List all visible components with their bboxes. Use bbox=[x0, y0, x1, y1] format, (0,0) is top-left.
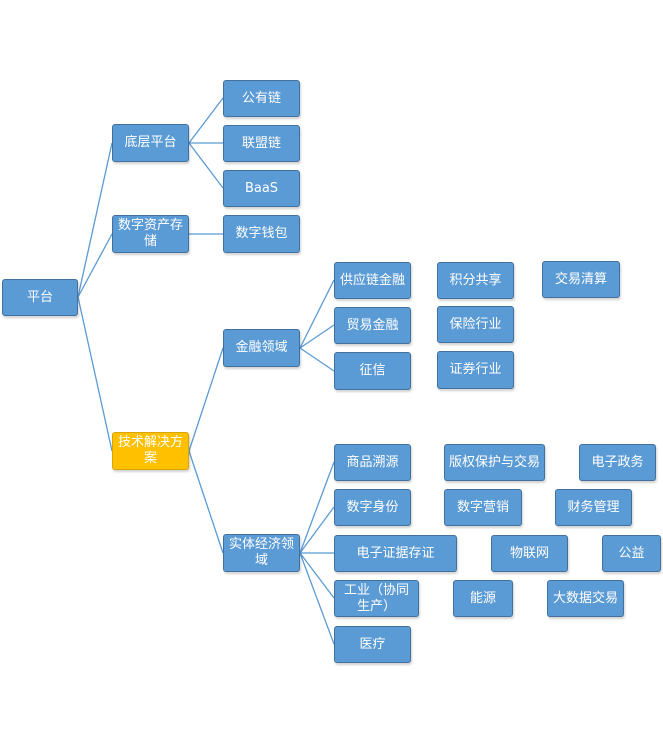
node-label: 底层平台 bbox=[124, 135, 177, 150]
node-big-data-trading[interactable]: 大数据交易 bbox=[547, 580, 624, 617]
node-product-traceability[interactable]: 商品溯源 bbox=[334, 444, 411, 481]
node-label: 能源 bbox=[469, 590, 496, 606]
node-tech-solution[interactable]: 技术解决方案 bbox=[112, 432, 189, 470]
node-supply-chain-finance[interactable]: 供应链金融 bbox=[334, 262, 411, 299]
node-base-platform[interactable]: 底层平台 bbox=[112, 124, 189, 162]
node-digital-asset-storage[interactable]: 数字资产存储 bbox=[112, 215, 189, 253]
node-label: 公益 bbox=[618, 545, 645, 561]
connector-line bbox=[188, 450, 224, 554]
node-label: 版权保护与交易 bbox=[448, 454, 540, 470]
connector-line bbox=[188, 142, 224, 189]
node-label: 医疗 bbox=[359, 636, 386, 652]
connector-line bbox=[299, 324, 335, 349]
node-insurance[interactable]: 保险行业 bbox=[437, 306, 514, 343]
node-public-chain[interactable]: 公有链 bbox=[223, 80, 300, 117]
connector-line bbox=[299, 506, 335, 554]
node-healthcare[interactable]: 医疗 bbox=[334, 626, 411, 663]
node-public-welfare[interactable]: 公益 bbox=[602, 535, 661, 572]
connector-line bbox=[188, 347, 224, 452]
node-label: 供应链金融 bbox=[339, 272, 405, 288]
node-label: BaaS bbox=[244, 180, 279, 196]
node-label: 征信 bbox=[359, 363, 386, 378]
node-platform[interactable]: 平台 bbox=[2, 279, 78, 316]
node-label: 商品溯源 bbox=[346, 454, 399, 470]
node-label: 数字营销 bbox=[456, 499, 509, 515]
node-digital-marketing[interactable]: 数字营销 bbox=[444, 489, 522, 526]
node-label: 金融领域 bbox=[235, 340, 288, 355]
node-label: 积分共享 bbox=[449, 272, 502, 288]
node-label: 工业（协同生产） bbox=[343, 582, 409, 614]
node-points-sharing[interactable]: 积分共享 bbox=[437, 262, 514, 299]
node-consortium-chain[interactable]: 联盟链 bbox=[223, 125, 300, 162]
node-label: 大数据交易 bbox=[552, 590, 618, 606]
node-trade-clearing[interactable]: 交易清算 bbox=[542, 261, 620, 298]
connector-line bbox=[299, 552, 335, 599]
node-iot[interactable]: 物联网 bbox=[491, 535, 568, 572]
node-label: 数字资产存储 bbox=[117, 218, 183, 249]
node-finance-domain[interactable]: 金融领域 bbox=[223, 329, 300, 367]
node-digital-wallet[interactable]: 数字钱包 bbox=[223, 215, 300, 253]
node-baas[interactable]: BaaS bbox=[223, 170, 300, 207]
connector-line bbox=[299, 461, 335, 554]
node-label: 证券行业 bbox=[449, 362, 502, 377]
node-e-government[interactable]: 电子政务 bbox=[579, 444, 656, 481]
node-trade-finance[interactable]: 贸易金融 bbox=[334, 307, 411, 344]
node-label: 平台 bbox=[26, 289, 53, 305]
node-label: 交易清算 bbox=[554, 271, 607, 287]
connector-line bbox=[77, 142, 113, 298]
connector-line bbox=[299, 279, 335, 349]
connector-line bbox=[299, 552, 335, 645]
node-label: 财务管理 bbox=[567, 499, 620, 515]
node-financial-management[interactable]: 财务管理 bbox=[555, 489, 632, 526]
node-credit-reporting[interactable]: 征信 bbox=[334, 352, 411, 390]
node-label: 数字钱包 bbox=[235, 226, 288, 241]
node-industry-collaborative-production[interactable]: 工业（协同生产） bbox=[334, 580, 419, 617]
node-copyright-protection[interactable]: 版权保护与交易 bbox=[444, 444, 545, 481]
connector-line bbox=[77, 233, 113, 298]
connector-line bbox=[299, 347, 335, 372]
connector-line bbox=[77, 296, 113, 452]
node-digital-identity[interactable]: 数字身份 bbox=[334, 489, 411, 526]
node-label: 电子政务 bbox=[591, 454, 644, 470]
connector-line bbox=[188, 97, 224, 144]
node-energy[interactable]: 能源 bbox=[453, 580, 513, 617]
node-e-evidence-storage[interactable]: 电子证据存证 bbox=[334, 535, 457, 572]
node-securities[interactable]: 证券行业 bbox=[437, 351, 514, 389]
node-real-economy-domain[interactable]: 实体经济领域 bbox=[223, 534, 300, 572]
node-label: 实体经济领域 bbox=[228, 537, 294, 568]
node-label: 公有链 bbox=[241, 90, 281, 106]
node-label: 保险行业 bbox=[449, 316, 502, 332]
node-label: 物联网 bbox=[509, 545, 549, 561]
node-label: 数字身份 bbox=[346, 499, 399, 515]
node-label: 电子证据存证 bbox=[356, 545, 435, 561]
node-label: 贸易金融 bbox=[346, 317, 399, 333]
node-label: 联盟链 bbox=[241, 135, 281, 151]
node-label: 技术解决方案 bbox=[117, 435, 183, 466]
